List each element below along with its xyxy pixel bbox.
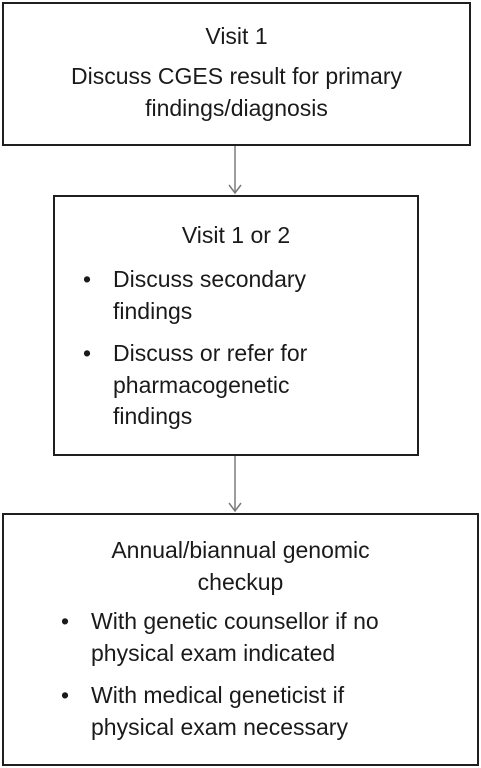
bullet-dot: • — [61, 682, 70, 708]
bullet-line: pharmacogenetic — [113, 371, 290, 398]
visit-1-box: Visit 1 Discuss CGES result for primary … — [2, 2, 471, 146]
annual-checkup-title: Annual/biannual genomic checkup — [4, 534, 477, 598]
arrow-down-2 — [228, 456, 242, 513]
visit-1-description: Discuss CGES result for primary findings… — [4, 60, 469, 124]
bullet-line: Discuss secondary — [113, 266, 307, 292]
annual-checkup-title-line: Annual/biannual genomic — [111, 537, 370, 563]
visit-1-or-2-box: Visit 1 or 2 • Discuss secondary finding… — [53, 195, 419, 456]
bullet-line: findings — [113, 403, 193, 429]
bullet-line: physical exam indicated — [91, 639, 336, 666]
bullet-line: With medical geneticist if — [91, 682, 345, 708]
visit-1-or-2-bullet-list: • Discuss secondary findings • Discuss o… — [83, 264, 308, 433]
bullet-dot: • — [83, 340, 92, 366]
annual-checkup-box: Annual/biannual genomic checkup • With g… — [2, 513, 479, 766]
bullet-line: findings — [113, 297, 193, 324]
annual-checkup-title-line: checkup — [197, 569, 284, 595]
bullet-genetic-counsellor: • With genetic counsellor if no physical… — [61, 606, 379, 669]
visit-1-description-line: findings/diagnosis — [145, 95, 328, 121]
visit-1-description-line: Discuss CGES result for primary — [70, 63, 402, 89]
visit-1-title: Visit 1 — [205, 23, 268, 49]
bullet-secondary-findings: • Discuss secondary findings — [83, 264, 307, 327]
bullet-pharmacogenetic-findings: • Discuss or refer for pharmacogenetic f… — [83, 338, 308, 433]
annual-checkup-bullet-list: • With genetic counsellor if no physical… — [61, 606, 379, 743]
bullet-line: Discuss or refer for — [113, 340, 308, 366]
bullet-dot: • — [61, 608, 70, 634]
arrow-down-1 — [228, 146, 242, 195]
bullet-dot: • — [83, 266, 92, 292]
visit-1-or-2-title: Visit 1 or 2 — [181, 222, 291, 248]
bullet-line: physical exam necessary — [91, 713, 348, 740]
bullet-medical-geneticist: • With medical geneticist if physical ex… — [61, 680, 379, 743]
bullet-line: With genetic counsellor if no — [91, 608, 379, 634]
